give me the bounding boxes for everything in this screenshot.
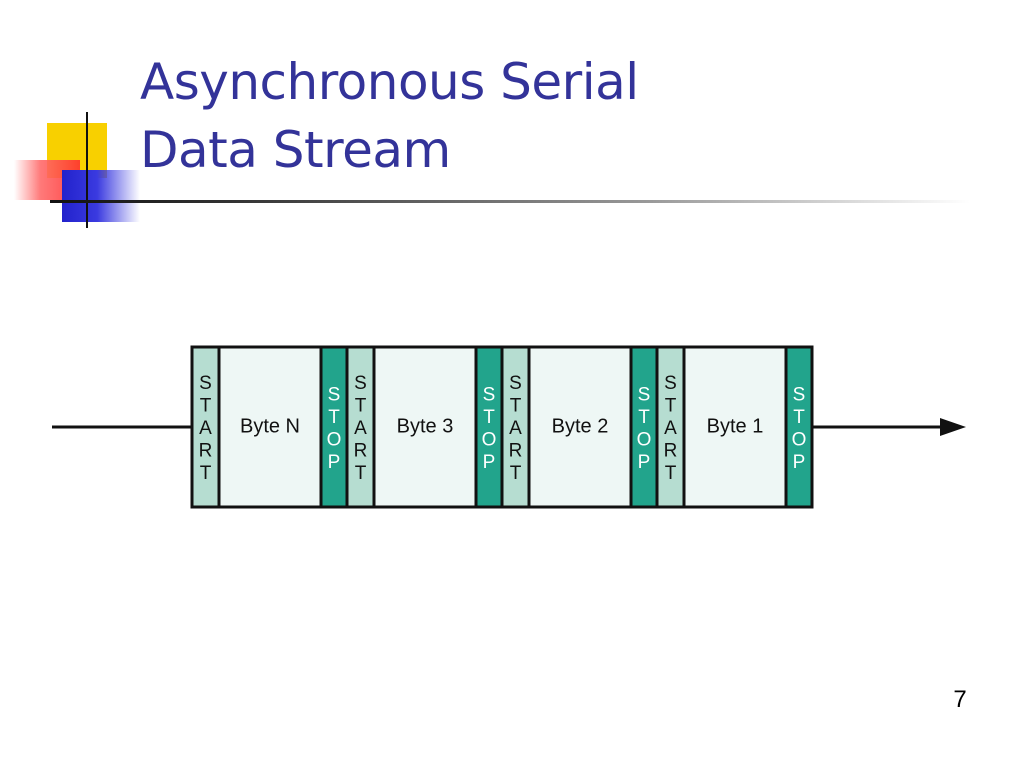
slide-title-line-1: Asynchronous Serial [140,53,639,111]
byte-block [372,345,478,509]
slide-title: Asynchronous Serial Data Stream [140,48,639,184]
start-block [500,345,531,509]
byte-block [682,345,788,509]
slide-title-line-2: Data Stream [140,121,451,179]
stop-block [629,345,659,509]
byte-label: Byte 1 [707,415,764,437]
stop-block [784,345,814,509]
stop-block [319,345,349,509]
output-arrowhead [940,418,966,436]
title-underline [50,200,970,203]
byte-label: Byte 2 [552,415,609,437]
byte-label: Byte 3 [397,415,454,437]
decorative-blue-square [62,170,140,222]
byte-block [527,345,633,509]
decorative-vertical-line [86,112,88,228]
page-number: 7 [953,686,967,713]
byte-block [217,345,323,509]
byte-label: Byte N [240,415,300,437]
start-block [345,345,376,509]
